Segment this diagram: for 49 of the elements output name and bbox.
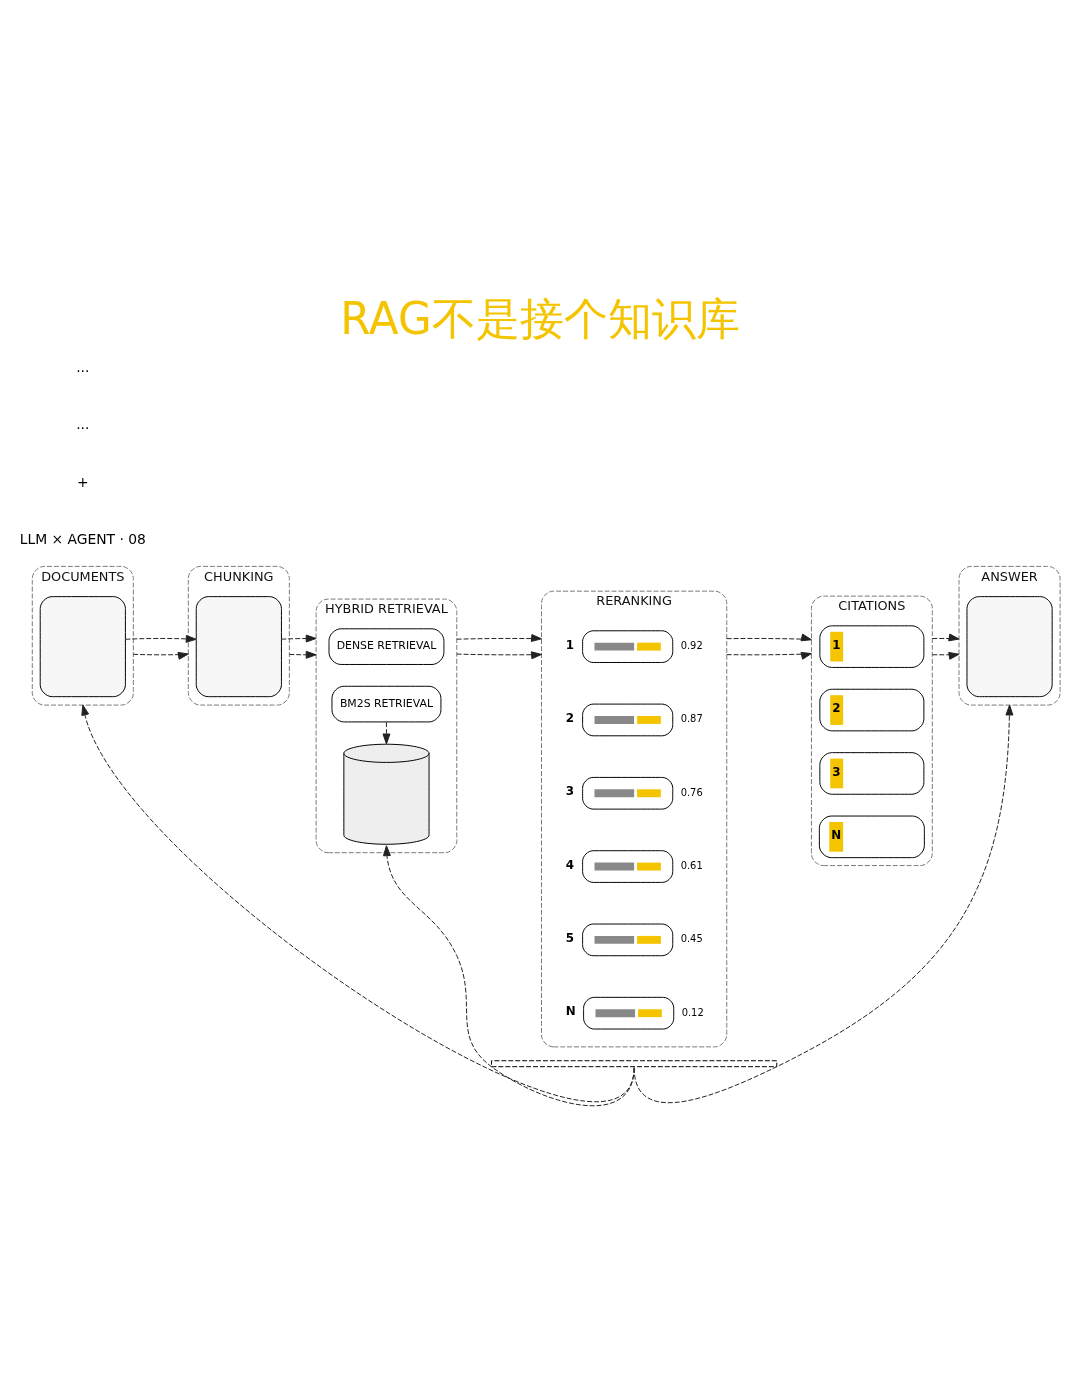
node-box: 1 — [819, 624, 925, 668]
cluster: ANSWER — [958, 565, 1061, 706]
arrow — [383, 844, 635, 1106]
node-box — [39, 595, 126, 697]
label: LLM × AGENT · 08 — [19, 530, 146, 547]
node-box — [195, 595, 282, 697]
node-label: 0.92 — [680, 639, 703, 651]
node-label: 0.87 — [680, 712, 703, 724]
label: ... — [76, 358, 90, 375]
node-label: 0.45 — [680, 932, 703, 944]
arrow — [382, 721, 391, 744]
node-box — [582, 629, 674, 663]
node-box — [583, 996, 675, 1030]
node-box — [966, 595, 1053, 697]
label: ... — [76, 415, 90, 432]
arrow — [125, 634, 197, 643]
arrow — [726, 633, 812, 641]
node-label: 1 — [565, 637, 575, 652]
arrow — [281, 634, 317, 642]
node-box: 3 — [819, 751, 925, 795]
label: + — [77, 473, 89, 490]
node-label: 0.12 — [681, 1006, 704, 1018]
arrow — [931, 651, 960, 660]
node-box — [582, 849, 674, 883]
arrow — [633, 704, 1014, 1103]
diagram-title: RAG不是接个知识库 — [340, 293, 740, 344]
arrow — [81, 704, 635, 1102]
arrow — [726, 651, 812, 660]
node-label: 5 — [565, 930, 575, 945]
node-label: 0.61 — [680, 859, 703, 871]
node-bar — [490, 1059, 778, 1067]
node-label: 4 — [565, 857, 575, 872]
arrow — [288, 650, 317, 659]
node-box: DENSE RETRIEVAL — [328, 627, 445, 665]
node-label: 2 — [565, 710, 575, 725]
node-label: 0.76 — [680, 786, 703, 798]
node-box — [582, 776, 674, 810]
cluster: DOCUMENTS — [31, 565, 134, 706]
arrow — [456, 633, 542, 642]
arrow — [931, 633, 960, 641]
node-label: N — [565, 1003, 576, 1018]
node-box — [582, 703, 674, 736]
node-box: N — [818, 815, 925, 858]
arrow — [456, 650, 542, 659]
node-box: 2 — [819, 688, 925, 731]
node-box — [582, 923, 674, 956]
node-label: 3 — [565, 783, 575, 798]
arrow — [132, 651, 189, 660]
node-box: BM2S RETRIEVAL — [331, 685, 442, 722]
